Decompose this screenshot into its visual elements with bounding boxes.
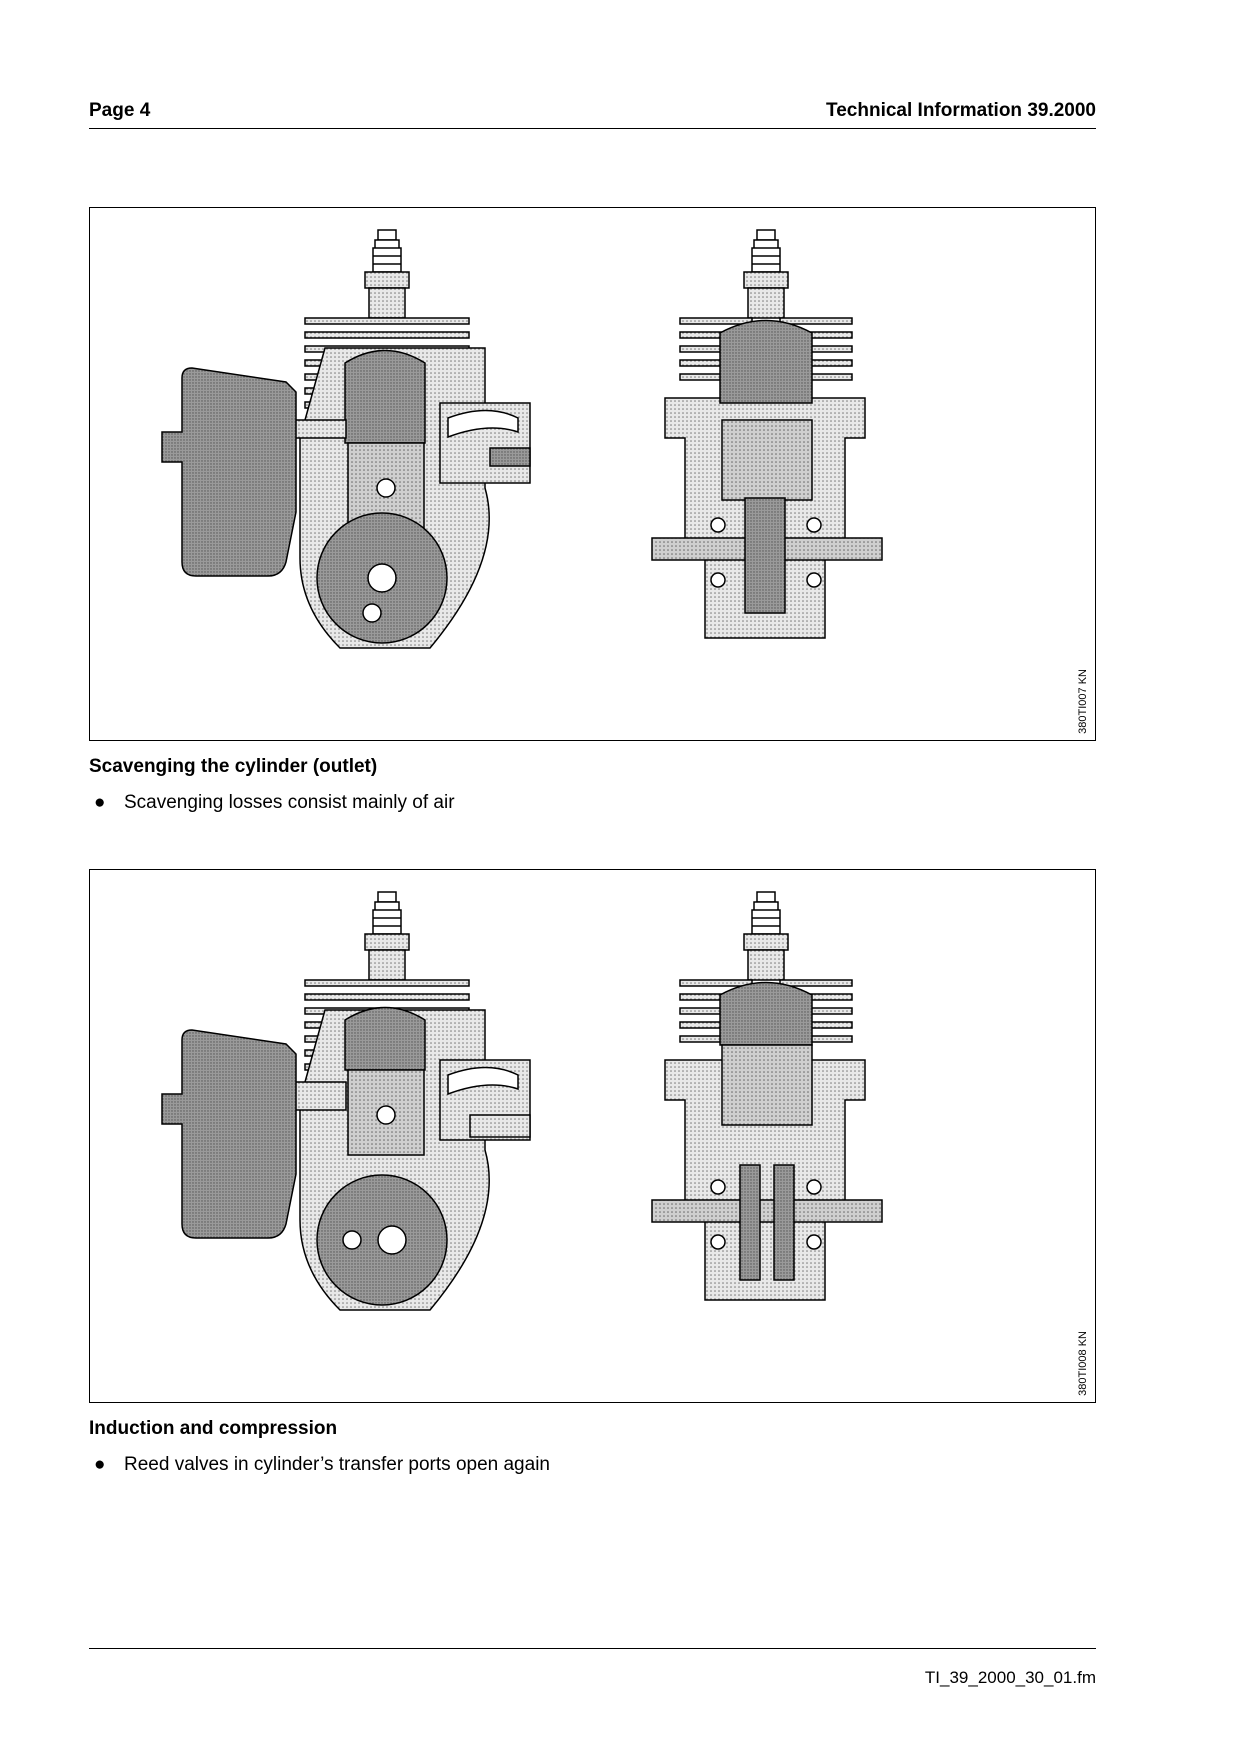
front-section-engine [651,229,883,639]
bullet-icon: ● [94,792,106,813]
side-section-engine [161,229,531,649]
bullet-icon: ● [94,1454,106,1475]
page-header: Page 4 Technical Information 39.2000 [89,98,1096,129]
figure-caption: Induction and compression [89,1418,338,1439]
figure-scavenging: 380TI007 KN [89,207,1096,741]
figure-code: 380TI007 KN [1077,669,1089,734]
figure-induction: 380TI008 KN [89,869,1096,1403]
document-title: Technical Information 39.2000 [826,100,1096,121]
footer-filename: TI_39_2000_30_01.fm [924,1668,1096,1687]
figure-code: 380TI008 KN [1077,1331,1089,1396]
bullet-text: Scavenging losses consist mainly of air [124,792,455,813]
engine-diagram-scavenging [161,229,883,649]
footer-divider [89,1648,1096,1649]
bullet-text: Reed valves in cylinder’s transfer ports… [124,1454,550,1475]
side-section-engine [161,891,531,1311]
figure-caption: Scavenging the cylinder (outlet) [89,756,378,777]
front-section-engine [651,891,883,1301]
page-number: Page 4 [89,100,151,121]
engine-diagram-induction [161,891,883,1311]
